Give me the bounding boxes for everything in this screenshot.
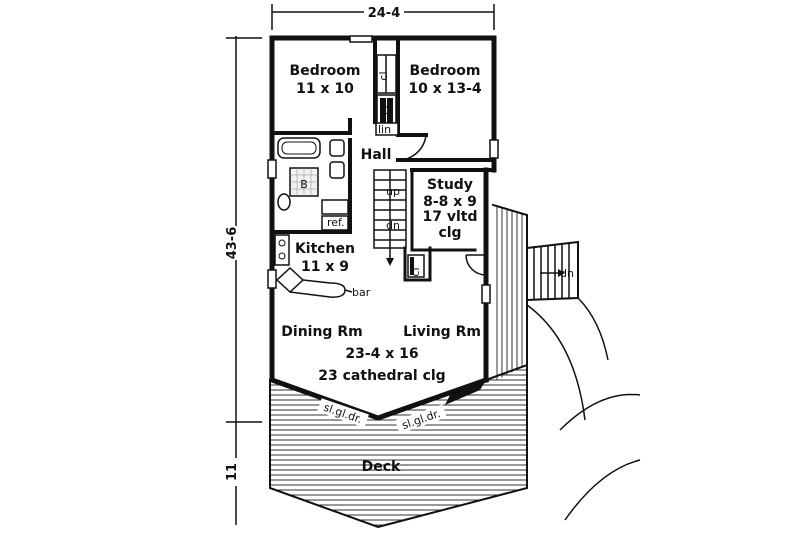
sliding-door-right-label: sl.gl.dr. (400, 407, 442, 432)
study-ceiling-2: clg (438, 225, 461, 241)
ref-label: ref. (327, 216, 345, 229)
kitchen-fixtures (274, 215, 353, 298)
living-size: 23-4 x 16 (345, 346, 418, 362)
bedroom2-size: 10 x 13-4 (408, 81, 482, 97)
bathroom: B (277, 137, 349, 215)
study-size: 8-8 x 9 (423, 194, 477, 210)
kitchen-name: Kitchen (295, 241, 355, 257)
study-name: Study (427, 177, 473, 193)
closet-label-1: cl (377, 71, 390, 80)
outside-stairs: dn (525, 240, 641, 521)
width-label: 24-4 (368, 6, 401, 21)
stair-down-label: dn (386, 219, 400, 232)
study-ceiling-1: 17 vltd (423, 209, 478, 225)
side-deck-outline (491, 203, 528, 366)
bedroom1-name: Bedroom (290, 63, 361, 79)
bedroom1-size: 11 x 10 (296, 81, 354, 97)
linen-label: lin (378, 123, 391, 136)
deck-outline (269, 363, 528, 529)
closet-label-3: cl (409, 267, 422, 276)
study-closet (407, 254, 425, 278)
dining-name: Dining Rm (281, 324, 362, 340)
hall-name: Hall (361, 147, 392, 163)
deck-depth-label: 11 (225, 463, 240, 481)
stair-up-label: up (386, 185, 400, 198)
deck-name: Deck (362, 459, 401, 475)
living-ceiling: 23 cathedral clg (318, 368, 445, 384)
depth-label: 43-6 (225, 227, 240, 260)
outside-down-label: dn (560, 267, 574, 280)
living-name: Living Rm (403, 324, 481, 340)
bedroom-closets (375, 54, 399, 136)
deck-hatching (270, 365, 527, 526)
stairs (373, 169, 407, 266)
dimension-depth: 43-6 11 (222, 36, 262, 525)
closet-label-2: cl (380, 105, 393, 114)
dimension-width: 24-4 (271, 3, 495, 30)
bar-label: bar (352, 286, 371, 299)
bedroom2-name: Bedroom (410, 63, 481, 79)
side-deck-hatching (496, 205, 523, 382)
interior-walls (270, 38, 496, 282)
svg-text:B: B (300, 178, 308, 191)
kitchen-size: 11 x 9 (301, 259, 349, 275)
